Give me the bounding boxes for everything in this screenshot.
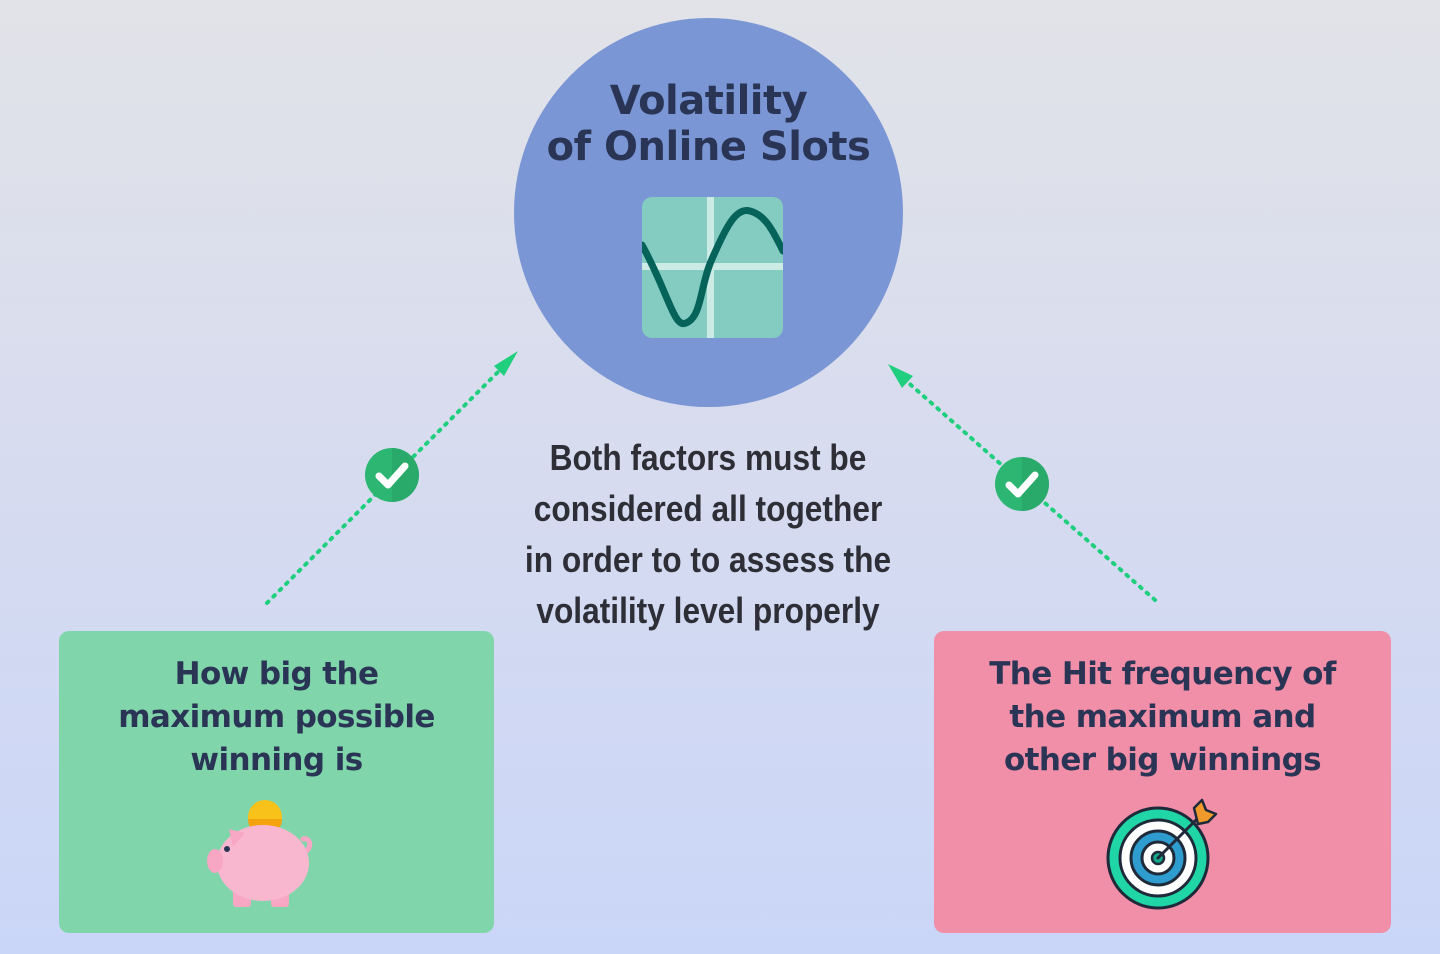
left-card-line-3: winning is [190, 742, 363, 778]
title-line-2: of Online Slots [546, 124, 871, 170]
max-winning-text: How big the maximum possible winning is [59, 653, 494, 782]
center-text-line-2: considered all together [533, 488, 883, 529]
volatility-circle: Volatility of Online Slots [514, 18, 903, 407]
right-card-line-1: The Hit frequency of [989, 656, 1336, 692]
page-title: Volatility of Online Slots [514, 78, 903, 170]
hit-frequency-text: The Hit frequency of the maximum and oth… [934, 653, 1391, 782]
check-icon [995, 457, 1049, 511]
left-connector-arrow [265, 351, 518, 605]
piggy-bank-icon [207, 800, 313, 907]
center-explanation: Both factors must be considered all toge… [499, 432, 918, 636]
target-arrow-icon [1106, 798, 1218, 910]
center-text-line-4: volatility level properly [536, 590, 880, 631]
sine-chart-icon [642, 197, 783, 338]
left-card-line-1: How big the [174, 656, 379, 692]
right-card-line-2: the maximum and [1009, 699, 1316, 735]
check-icon [365, 448, 419, 502]
left-card-line-2: maximum possible [118, 699, 435, 735]
hit-frequency-card: The Hit frequency of the maximum and oth… [934, 631, 1391, 933]
center-text-line-3: in order to to assess the [524, 539, 892, 580]
title-line-1: Volatility [609, 78, 808, 124]
center-text-line-1: Both factors must be [549, 437, 867, 478]
right-connector-arrow [888, 364, 1157, 602]
right-card-line-3: other big winnings [1003, 742, 1322, 778]
max-winning-card: How big the maximum possible winning is [59, 631, 494, 933]
